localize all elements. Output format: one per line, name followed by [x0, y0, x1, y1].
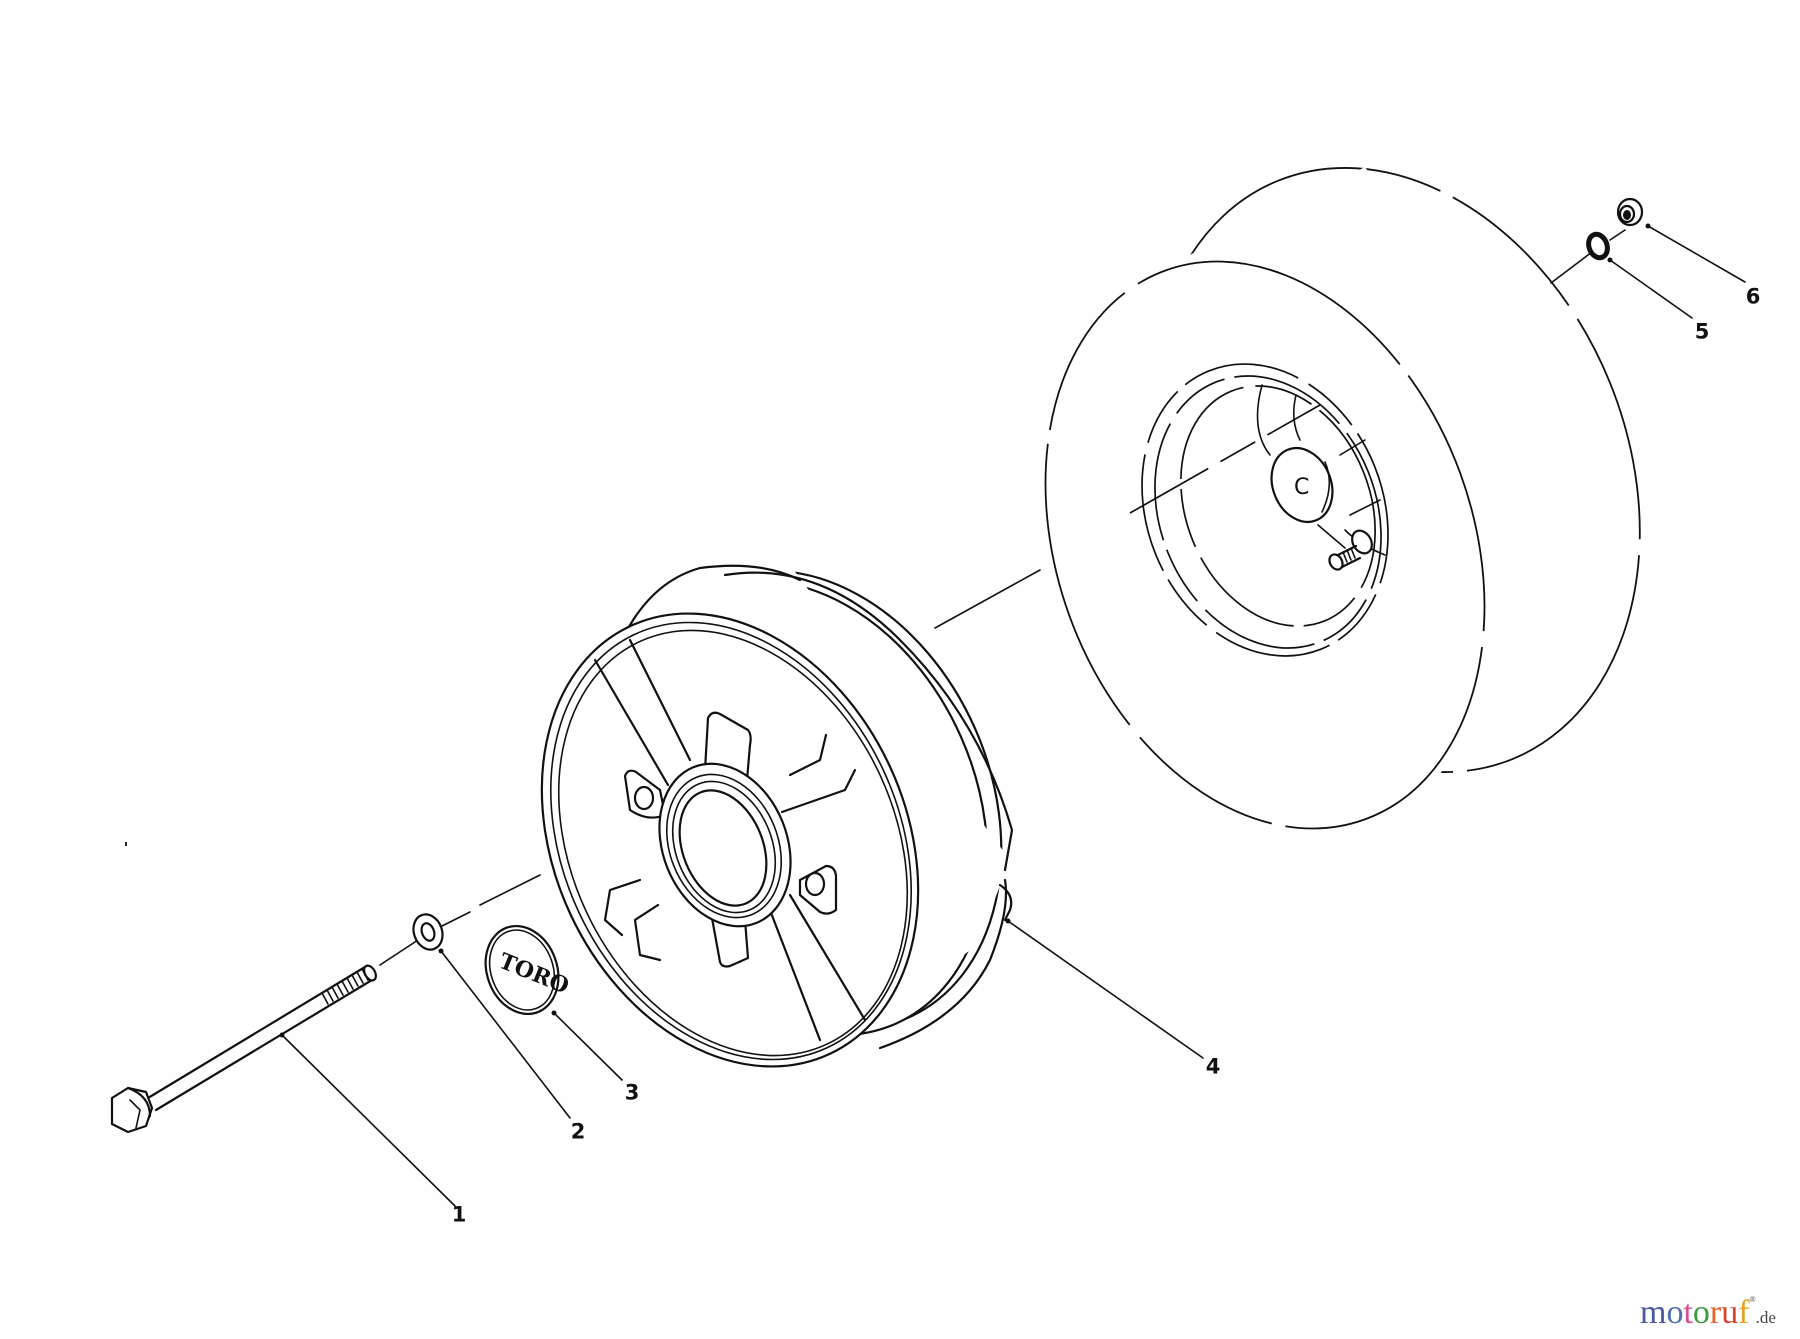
wm-letter: o	[1692, 1294, 1710, 1331]
wheel-hub	[540, 564, 1014, 1068]
lock-nut	[1616, 197, 1644, 227]
wm-letter: f	[1738, 1294, 1750, 1331]
callout-1: 1	[451, 1202, 467, 1227]
wm-letter: t	[1683, 1294, 1693, 1331]
leader-lines	[279, 223, 1746, 1207]
washer-front	[412, 913, 444, 951]
washer-rear	[1586, 231, 1610, 261]
hub-center-mark: C	[1294, 475, 1309, 500]
wm-registered-mark: ®	[1749, 1295, 1756, 1304]
wm-letter: o	[1666, 1294, 1684, 1331]
bolt	[110, 964, 377, 1134]
hub-bearing-ring	[658, 762, 792, 928]
callout-6: 6	[1745, 284, 1761, 309]
wm-letter: m	[1640, 1294, 1667, 1331]
emblem-cap: TORO	[484, 924, 573, 1016]
callout-4: 4	[1205, 1054, 1221, 1079]
wm-letter: r	[1709, 1294, 1722, 1331]
speck	[125, 842, 127, 846]
valve-stem	[1317, 524, 1373, 571]
callout-2: 2	[570, 1119, 586, 1144]
watermark-logo: motoruf® .de	[1640, 1296, 1776, 1330]
wm-letter: u	[1721, 1294, 1739, 1331]
wm-tld: .de	[1755, 1308, 1776, 1327]
callout-5: 5	[1694, 319, 1710, 344]
tire: C	[1044, 167, 1641, 830]
callout-3: 3	[624, 1080, 640, 1105]
